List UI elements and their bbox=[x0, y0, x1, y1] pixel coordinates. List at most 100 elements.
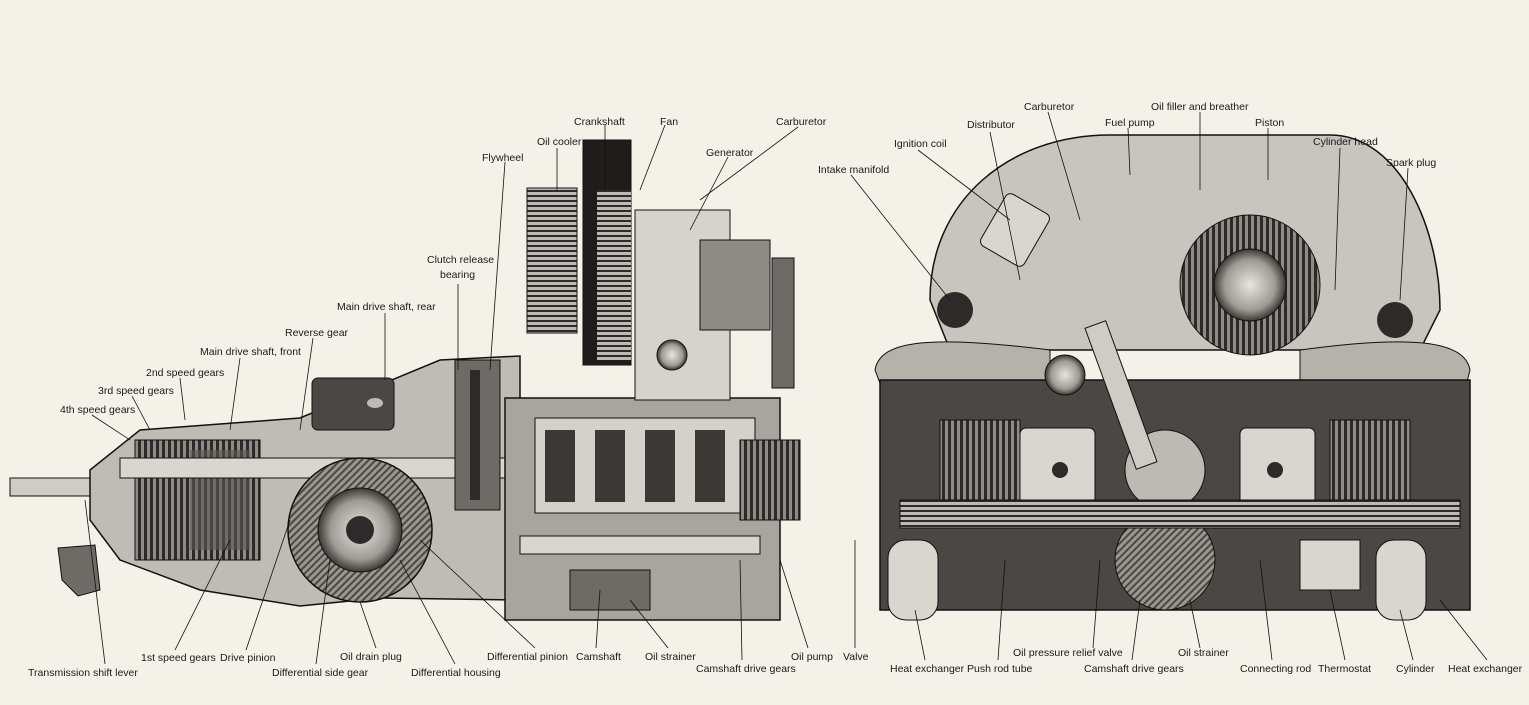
label-distributor: Distributor bbox=[967, 119, 1015, 131]
label-push-rod-tube: Push rod tube bbox=[967, 663, 1033, 675]
leader-cam-drive-gears-right bbox=[1131, 599, 1141, 661]
label-clutch-release-1: Clutch release bbox=[427, 254, 494, 266]
leader-lines bbox=[84, 111, 1488, 665]
leader-drive-pinion bbox=[245, 519, 291, 651]
label-flywheel: Flywheel bbox=[482, 152, 523, 164]
left-labels: Crankshaft Fan Carburetor Oil cooler Gen… bbox=[28, 116, 833, 679]
crank-throw-2 bbox=[595, 430, 625, 502]
starter-motor bbox=[311, 377, 395, 431]
leader-heat-exchanger-right bbox=[1439, 599, 1488, 661]
crank-throw-3 bbox=[645, 430, 675, 502]
crank-throw-4 bbox=[695, 430, 725, 502]
leader-2nd-gears bbox=[179, 377, 186, 421]
label-oil-strainer: Oil strainer bbox=[645, 651, 696, 663]
label-heat-exchanger-left: Heat exchanger bbox=[890, 663, 965, 675]
leader-connecting-rod bbox=[1259, 559, 1273, 661]
crank-throw-1 bbox=[545, 430, 575, 502]
label-fuel-pump: Fuel pump bbox=[1105, 117, 1155, 129]
leader-heat-exchanger-left bbox=[914, 609, 926, 661]
label-main-drive-shaft-rear: Main drive shaft, rear bbox=[337, 301, 436, 313]
label-differential-housing: Differential housing bbox=[411, 667, 501, 679]
thermostat-body bbox=[1299, 539, 1361, 591]
left-heat-exchanger bbox=[887, 539, 939, 621]
label-oil-filler-and-breather: Oil filler and breather bbox=[1151, 101, 1249, 113]
side-cutaway-drawing bbox=[9, 139, 801, 621]
label-main-drive-shaft-front: Main drive shaft, front bbox=[200, 346, 301, 358]
label-4th-speed-gears: 4th speed gears bbox=[60, 404, 135, 416]
leader-ignition-coil bbox=[917, 149, 1011, 221]
leader-fuel-pump bbox=[1127, 127, 1131, 176]
label-differential-side-gear: Differential side gear bbox=[272, 667, 369, 679]
axle-shaft bbox=[9, 477, 91, 497]
label-camshaft: Camshaft bbox=[576, 651, 621, 663]
leader-oil-drain-plug bbox=[359, 601, 377, 649]
leader-4th-gears bbox=[91, 414, 131, 441]
leader-oil-strainer-right bbox=[1189, 599, 1201, 649]
leader-diff-pinion bbox=[419, 539, 536, 649]
leader-diff-housing bbox=[399, 559, 456, 665]
leader-generator bbox=[689, 156, 729, 231]
leader-cylinder-head bbox=[1334, 147, 1341, 291]
shift-lever-bracket bbox=[57, 544, 101, 597]
oil-cooler bbox=[526, 187, 578, 334]
starter-detail bbox=[367, 398, 383, 408]
ignition-coil-body bbox=[980, 193, 1050, 267]
leader-camshaft bbox=[595, 589, 601, 649]
right-piston-pin bbox=[1267, 462, 1283, 478]
leader-1st-gears bbox=[174, 539, 231, 651]
label-1st-speed-gears: 1st speed gears bbox=[141, 652, 216, 664]
flywheel-disc bbox=[470, 370, 480, 500]
label-drive-pinion: Drive pinion bbox=[220, 652, 276, 664]
label-cylinder-head: Cylinder head bbox=[1313, 136, 1378, 148]
label-camshaft-drive-gears: Camshaft drive gears bbox=[696, 663, 796, 675]
label-fan: Fan bbox=[660, 116, 678, 128]
leader-carburetor-left bbox=[699, 126, 799, 201]
leader-cam-drive-gears-left bbox=[739, 559, 743, 661]
label-transmission-shift-lever: Transmission shift lever bbox=[28, 667, 138, 679]
leader-distributor bbox=[989, 131, 1021, 281]
leader-oil-pump bbox=[779, 559, 809, 649]
label-carburetor-right: Carburetor bbox=[1024, 101, 1075, 113]
label-thermostat: Thermostat bbox=[1318, 663, 1371, 675]
distributor-shaft bbox=[1084, 320, 1158, 470]
label-heat-exchanger-right: Heat exchanger bbox=[1448, 663, 1523, 675]
leader-3rd-gears bbox=[131, 395, 151, 431]
label-connecting-rod: Connecting rod bbox=[1240, 663, 1311, 675]
leader-thermostat bbox=[1329, 589, 1346, 661]
pulley bbox=[771, 257, 795, 389]
leader-cylinder bbox=[1399, 609, 1414, 661]
leader-oil-pressure-relief bbox=[1092, 559, 1101, 649]
drive-gears bbox=[739, 439, 801, 521]
right-labels: Carburetor Oil filler and breather Distr… bbox=[818, 101, 1523, 675]
distributor-cap bbox=[1044, 354, 1086, 396]
label-clutch-release-2: bearing bbox=[440, 269, 475, 281]
fan-blades bbox=[597, 190, 631, 360]
label-ignition-coil: Ignition coil bbox=[894, 138, 947, 150]
leader-diff-side-gear bbox=[315, 559, 331, 665]
label-crankshaft: Crankshaft bbox=[574, 116, 625, 128]
label-camshaft-drive-gears-right: Camshaft drive gears bbox=[1084, 663, 1184, 675]
label-differential-pinion: Differential pinion bbox=[487, 651, 568, 663]
leader-spark-plug bbox=[1399, 167, 1409, 301]
differential-center bbox=[346, 516, 374, 544]
fan-hub bbox=[1213, 248, 1287, 322]
label-carburetor: Carburetor bbox=[776, 116, 827, 128]
label-intake-manifold: Intake manifold bbox=[818, 164, 889, 176]
rear-cutaway-drawing bbox=[874, 134, 1471, 621]
label-piston: Piston bbox=[1255, 117, 1284, 129]
leader-flywheel bbox=[489, 161, 506, 371]
oil-sump bbox=[569, 569, 651, 611]
label-oil-cooler: Oil cooler bbox=[537, 136, 582, 148]
leader-carburetor-right bbox=[1047, 111, 1081, 221]
carburetor-body bbox=[656, 339, 688, 371]
right-duct-opening bbox=[1377, 302, 1413, 338]
leader-reverse-gear bbox=[299, 337, 314, 431]
label-reverse-gear: Reverse gear bbox=[285, 327, 349, 339]
leader-intake-manifold bbox=[850, 174, 951, 301]
leader-oil-strainer-left bbox=[629, 599, 669, 649]
label-2nd-speed-gears: 2nd speed gears bbox=[146, 367, 224, 379]
label-spark-plug: Spark plug bbox=[1386, 157, 1436, 169]
label-cylinder: Cylinder bbox=[1396, 663, 1435, 675]
generator bbox=[699, 239, 771, 331]
